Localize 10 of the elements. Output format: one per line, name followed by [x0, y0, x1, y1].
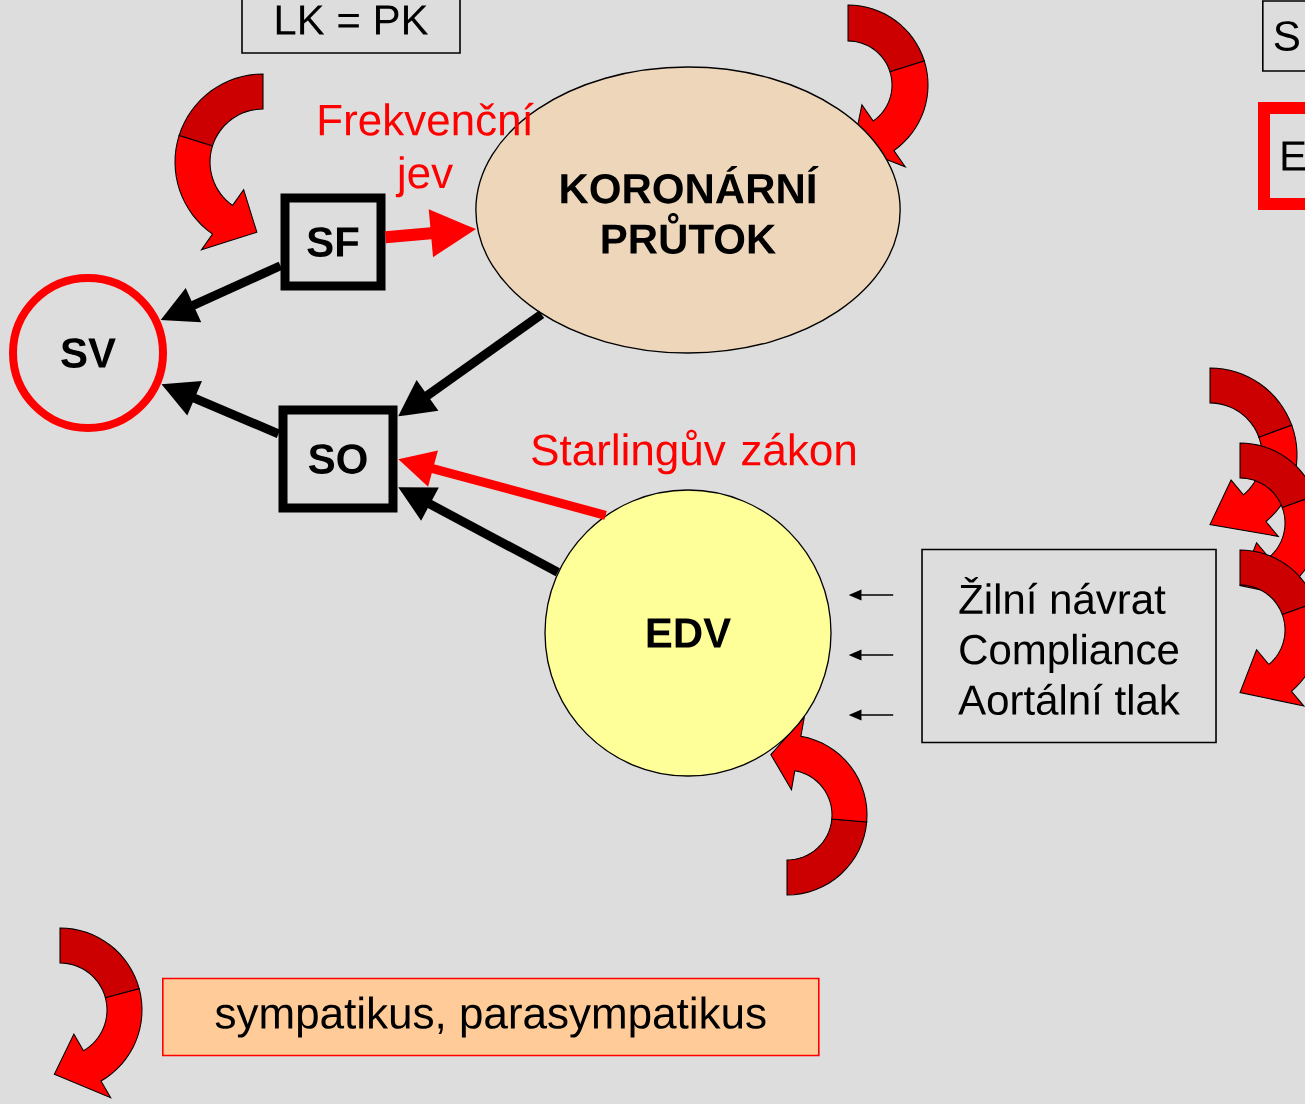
- edge-label: Starlingův zákon: [532, 429, 855, 475]
- text-box: S: [1262, 0, 1305, 72]
- circle-node: SV: [9, 274, 167, 432]
- text-box: Žilní návrat Compliance Aortální tlak: [921, 548, 1217, 744]
- circle-node: EDV: [544, 489, 832, 777]
- text-box: E: [1258, 102, 1305, 210]
- legend-box: sympatikus, parasympatikus: [162, 977, 820, 1057]
- text-box: LK = PK: [241, 0, 461, 54]
- process-box: SO: [278, 405, 398, 513]
- process-box: SF: [280, 193, 386, 291]
